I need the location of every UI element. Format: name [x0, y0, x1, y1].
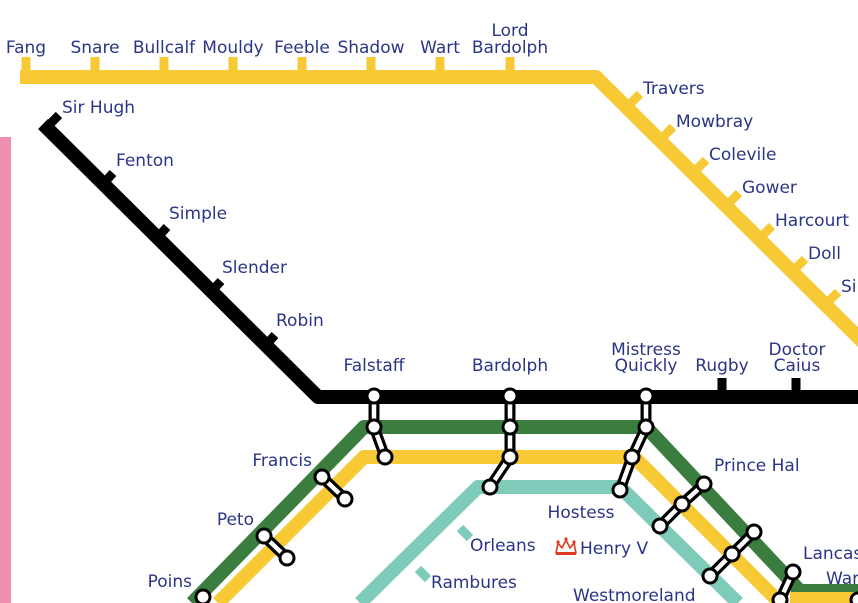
station-tick-fenton [100, 169, 117, 187]
interchange-lower-right[interactable] [701, 523, 763, 585]
station-tick-mowbray [660, 123, 677, 140]
interchange-falstaff[interactable] [365, 387, 394, 466]
label-bullcalf: Bullcalf [133, 38, 196, 58]
label-wart-top: Wart [420, 38, 460, 58]
label-mistress-quickly-line1: Mistress [611, 340, 681, 360]
label-mistress-quickly-line2: Quickly [615, 356, 678, 376]
teal-line [355, 480, 743, 603]
station-tick-harcourt [759, 222, 776, 239]
label-doctor-caius-line2: Caius [774, 356, 821, 376]
black-line [38, 119, 858, 404]
station-tick-doll [792, 255, 809, 272]
label-war: War [826, 569, 858, 589]
station-tick-rambures [414, 565, 432, 583]
label-robin: Robin [276, 311, 324, 331]
label-fenton: Fenton [116, 151, 174, 171]
label-snare: Snare [70, 38, 119, 58]
label-westmoreland: Westmoreland [573, 586, 696, 603]
interchange-mistress-quickly[interactable] [611, 387, 655, 499]
label-fang: Fang [6, 38, 46, 58]
label-henry-v: Henry V [580, 539, 648, 559]
label-sir-hugh: Sir Hugh [62, 98, 135, 118]
label-rambures: Rambures [431, 573, 517, 593]
label-simple: Simple [169, 204, 227, 224]
black-line-ticks [39, 111, 801, 390]
yellow-line-lower [213, 450, 785, 603]
label-slender: Slender [222, 258, 287, 278]
label-lord-bardolph-line2: Bardolph [472, 38, 548, 58]
label-doll: Doll [808, 244, 841, 264]
interchange-peto[interactable] [255, 527, 296, 567]
interchange-poins[interactable] [194, 588, 212, 603]
label-prince-hal: Prince Hal [714, 456, 800, 476]
label-harcourt: Harcourt [775, 211, 849, 231]
interchange-war[interactable] [849, 591, 858, 603]
station-tick-gower [726, 189, 743, 206]
label-bardolph: Bardolph [472, 356, 548, 376]
label-doctor-caius-line1: Doctor [769, 340, 826, 360]
label-lord-bardolph-line1: Lord [491, 21, 528, 41]
station-tick-colevile [693, 156, 710, 173]
crown-icon [555, 537, 577, 555]
label-travers: Travers [642, 79, 705, 99]
label-falstaff: Falstaff [343, 356, 405, 376]
teal-line-ticks [414, 524, 474, 583]
station-labels: Fang Snare Bullcalf Mouldy Feeble Shadow… [6, 21, 858, 603]
label-si: Si [841, 277, 857, 297]
label-hostess: Hostess [548, 503, 615, 523]
label-shadow: Shadow [337, 38, 404, 58]
station-tick-sir-hugh [39, 111, 63, 135]
label-feeble: Feeble [274, 38, 330, 58]
label-peto: Peto [217, 510, 254, 530]
label-orleans: Orleans [470, 536, 536, 556]
station-tick-si [825, 288, 842, 305]
label-poins: Poins [148, 572, 193, 592]
station-tick-travers [627, 90, 644, 107]
label-mouldy: Mouldy [202, 38, 263, 58]
station-tick-slender [208, 277, 225, 295]
yellow-line-top [20, 70, 858, 347]
station-tick-orleans [456, 524, 474, 542]
yellow-line-top-ticks [21, 57, 842, 305]
interchange-bardolph[interactable] [481, 387, 519, 496]
station-tick-simple [154, 223, 171, 241]
interchange-lancaster[interactable] [771, 563, 802, 603]
label-colevile: Colevile [709, 145, 776, 165]
station-tick-robin [262, 331, 279, 349]
label-gower: Gower [742, 178, 797, 198]
label-rugby: Rugby [695, 356, 748, 376]
label-lancaster: Lancas [803, 544, 858, 564]
interchange-francis[interactable] [313, 468, 354, 508]
label-francis: Francis [252, 451, 312, 471]
label-mowbray: Mowbray [676, 112, 753, 132]
interchange-prince-hal[interactable] [651, 475, 713, 535]
